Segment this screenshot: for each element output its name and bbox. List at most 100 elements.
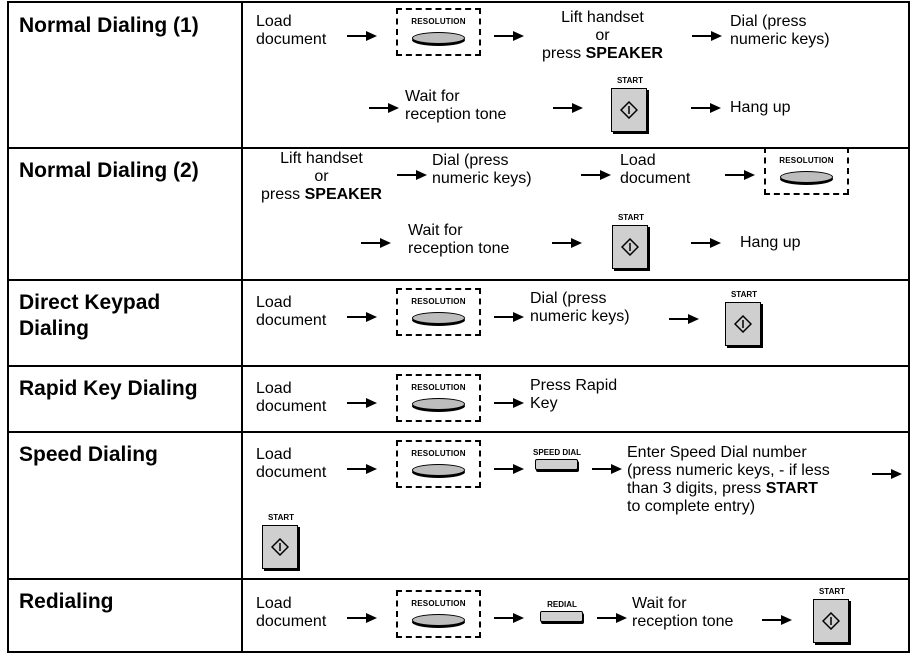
right-arrow-icon bbox=[581, 169, 611, 181]
speed-dial-label: SPEED DIAL bbox=[532, 448, 581, 457]
resolution-label: RESOLUTION bbox=[411, 599, 466, 608]
start-key: START bbox=[725, 290, 763, 348]
start-key-text: START bbox=[765, 480, 818, 497]
step-press-rapid-key: Press Rapid Key bbox=[530, 377, 618, 412]
step-load-document: Load document bbox=[256, 294, 327, 329]
speed-dial-button-icon bbox=[535, 459, 578, 470]
row-heading: Normal Dialing (1) bbox=[19, 14, 199, 37]
row-heading: Redialing bbox=[19, 590, 114, 613]
resolution-label: RESOLUTION bbox=[779, 156, 834, 165]
right-arrow-icon bbox=[347, 311, 377, 323]
table-border-top bbox=[7, 1, 910, 3]
step-lift-handset: Lift handset or press SPEAKER bbox=[249, 150, 394, 204]
right-arrow-icon bbox=[725, 169, 755, 181]
right-arrow-icon bbox=[691, 102, 721, 114]
resolution-label: RESOLUTION bbox=[411, 17, 466, 26]
diamond-start-icon bbox=[611, 88, 647, 132]
redial-button-icon bbox=[540, 611, 583, 622]
step-load-document: Load document bbox=[256, 595, 327, 630]
table-border-left bbox=[7, 1, 9, 653]
lift-line-1: Lift handset bbox=[561, 9, 644, 26]
column-divider bbox=[241, 1, 243, 653]
resolution-key: RESOLUTION bbox=[396, 8, 481, 56]
step-dial: Dial (press numeric keys) bbox=[530, 290, 630, 325]
speaker-key-text: SPEAKER bbox=[304, 186, 382, 203]
right-arrow-icon bbox=[494, 463, 524, 475]
step-load-document: Load document bbox=[256, 380, 327, 415]
right-arrow-icon bbox=[592, 463, 622, 475]
right-arrow-icon bbox=[552, 237, 582, 249]
resolution-button-icon bbox=[412, 614, 465, 626]
diamond-start-icon bbox=[612, 225, 648, 269]
right-arrow-icon bbox=[494, 311, 524, 323]
lift-line-1: Lift handset bbox=[280, 150, 363, 167]
right-arrow-icon bbox=[347, 463, 377, 475]
resolution-button-icon bbox=[412, 464, 465, 476]
step-dial: Dial (press numeric keys) bbox=[432, 152, 532, 187]
step-hang-up: Hang up bbox=[740, 234, 801, 251]
redial-label: REDIAL bbox=[547, 600, 577, 609]
resolution-key: RESOLUTION bbox=[764, 147, 849, 195]
dialing-methods-table: Normal Dialing (1) Load document RESOLUT… bbox=[7, 1, 910, 653]
start-label: START bbox=[616, 76, 644, 85]
diamond-start-icon bbox=[813, 599, 849, 643]
enter-line-2: (press numeric keys, - if less bbox=[627, 462, 830, 479]
row-divider bbox=[7, 147, 910, 149]
start-key: START bbox=[813, 587, 851, 645]
step-load-document: Load document bbox=[620, 152, 691, 187]
lift-line-or: or bbox=[314, 168, 329, 185]
start-key: START bbox=[611, 76, 649, 134]
step-hang-up: Hang up bbox=[730, 99, 791, 116]
right-arrow-icon bbox=[494, 30, 524, 42]
enter-line-3-text: than 3 digits, press bbox=[627, 480, 766, 497]
diamond-start-icon bbox=[262, 525, 298, 569]
row-heading: Rapid Key Dialing bbox=[19, 377, 198, 400]
enter-line-3: than 3 digits, press START bbox=[627, 480, 830, 498]
resolution-label: RESOLUTION bbox=[411, 383, 466, 392]
row-divider bbox=[7, 431, 910, 433]
step-load-document: Load document bbox=[256, 13, 327, 48]
right-arrow-icon bbox=[597, 612, 627, 624]
step-wait-tone: Wait for reception tone bbox=[408, 222, 510, 257]
table-border-right bbox=[908, 1, 910, 653]
lift-line-3: press SPEAKER bbox=[530, 45, 675, 63]
resolution-label: RESOLUTION bbox=[411, 297, 466, 306]
start-label: START bbox=[730, 290, 758, 299]
row-divider bbox=[7, 365, 910, 367]
step-wait-tone: Wait for reception tone bbox=[405, 88, 507, 123]
start-key: START bbox=[262, 513, 300, 571]
step-dial: Dial (press numeric keys) bbox=[730, 13, 830, 48]
step-load-document: Load document bbox=[256, 446, 327, 481]
row-divider bbox=[7, 578, 910, 580]
diamond-start-icon bbox=[725, 302, 761, 346]
resolution-button-icon bbox=[412, 32, 465, 44]
redial-key: REDIAL bbox=[537, 600, 587, 624]
right-arrow-icon bbox=[347, 30, 377, 42]
step-enter-speed-dial: Enter Speed Dial number (press numeric k… bbox=[627, 444, 830, 516]
start-label: START bbox=[617, 213, 645, 222]
right-arrow-icon bbox=[872, 468, 902, 480]
resolution-button-icon bbox=[780, 171, 833, 183]
resolution-key: RESOLUTION bbox=[396, 288, 481, 336]
right-arrow-icon bbox=[369, 102, 399, 114]
right-arrow-icon bbox=[397, 169, 427, 181]
resolution-label: RESOLUTION bbox=[411, 449, 466, 458]
resolution-button-icon bbox=[412, 312, 465, 324]
right-arrow-icon bbox=[762, 614, 792, 626]
row-heading: Direct Keypad Dialing bbox=[19, 291, 161, 340]
right-arrow-icon bbox=[361, 237, 391, 249]
table-border-bottom bbox=[7, 651, 910, 653]
right-arrow-icon bbox=[669, 313, 699, 325]
resolution-key: RESOLUTION bbox=[396, 374, 481, 422]
right-arrow-icon bbox=[347, 612, 377, 624]
start-key: START bbox=[612, 213, 650, 271]
speaker-key-text: SPEAKER bbox=[585, 45, 663, 62]
resolution-key: RESOLUTION bbox=[396, 590, 481, 638]
right-arrow-icon bbox=[494, 612, 524, 624]
lift-line-3: press SPEAKER bbox=[249, 186, 394, 204]
lift-press-text: press bbox=[542, 45, 586, 62]
row-heading: Normal Dialing (2) bbox=[19, 159, 199, 182]
lift-press-text: press bbox=[261, 186, 305, 203]
resolution-key: RESOLUTION bbox=[396, 440, 481, 488]
step-lift-handset: Lift handset or press SPEAKER bbox=[530, 9, 675, 63]
